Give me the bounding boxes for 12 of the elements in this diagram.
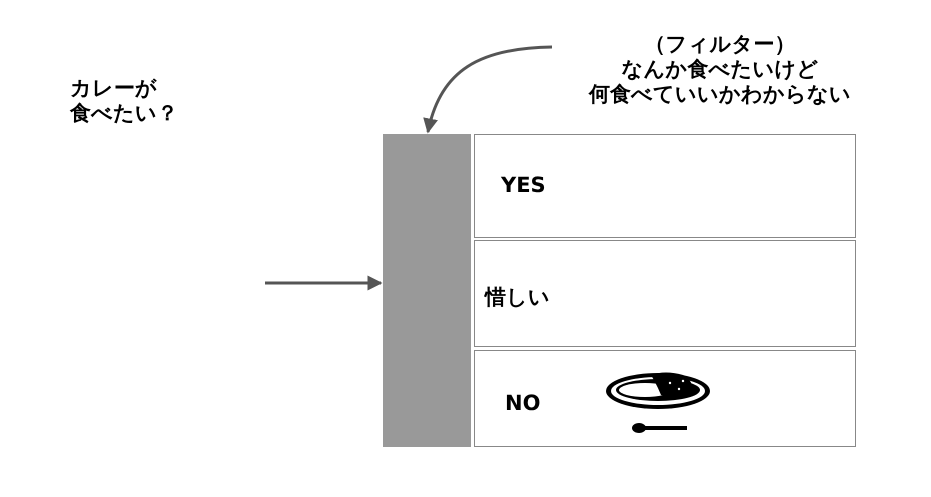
answer-text: YES [501,173,546,198]
question-text: カレーが食べたい？ [70,76,178,126]
answer-box [474,134,856,238]
answer-box [474,350,856,447]
answer-box [474,240,856,347]
filter-bar [383,134,471,447]
arrow [265,276,382,290]
arrow [424,46,552,134]
heading-text: （フィルター） [644,32,796,57]
answer-text: NO [505,391,540,416]
note-text: なんか食べたいけど何食べていいかわからない [589,57,851,107]
answer-text: 惜しい [485,285,550,310]
